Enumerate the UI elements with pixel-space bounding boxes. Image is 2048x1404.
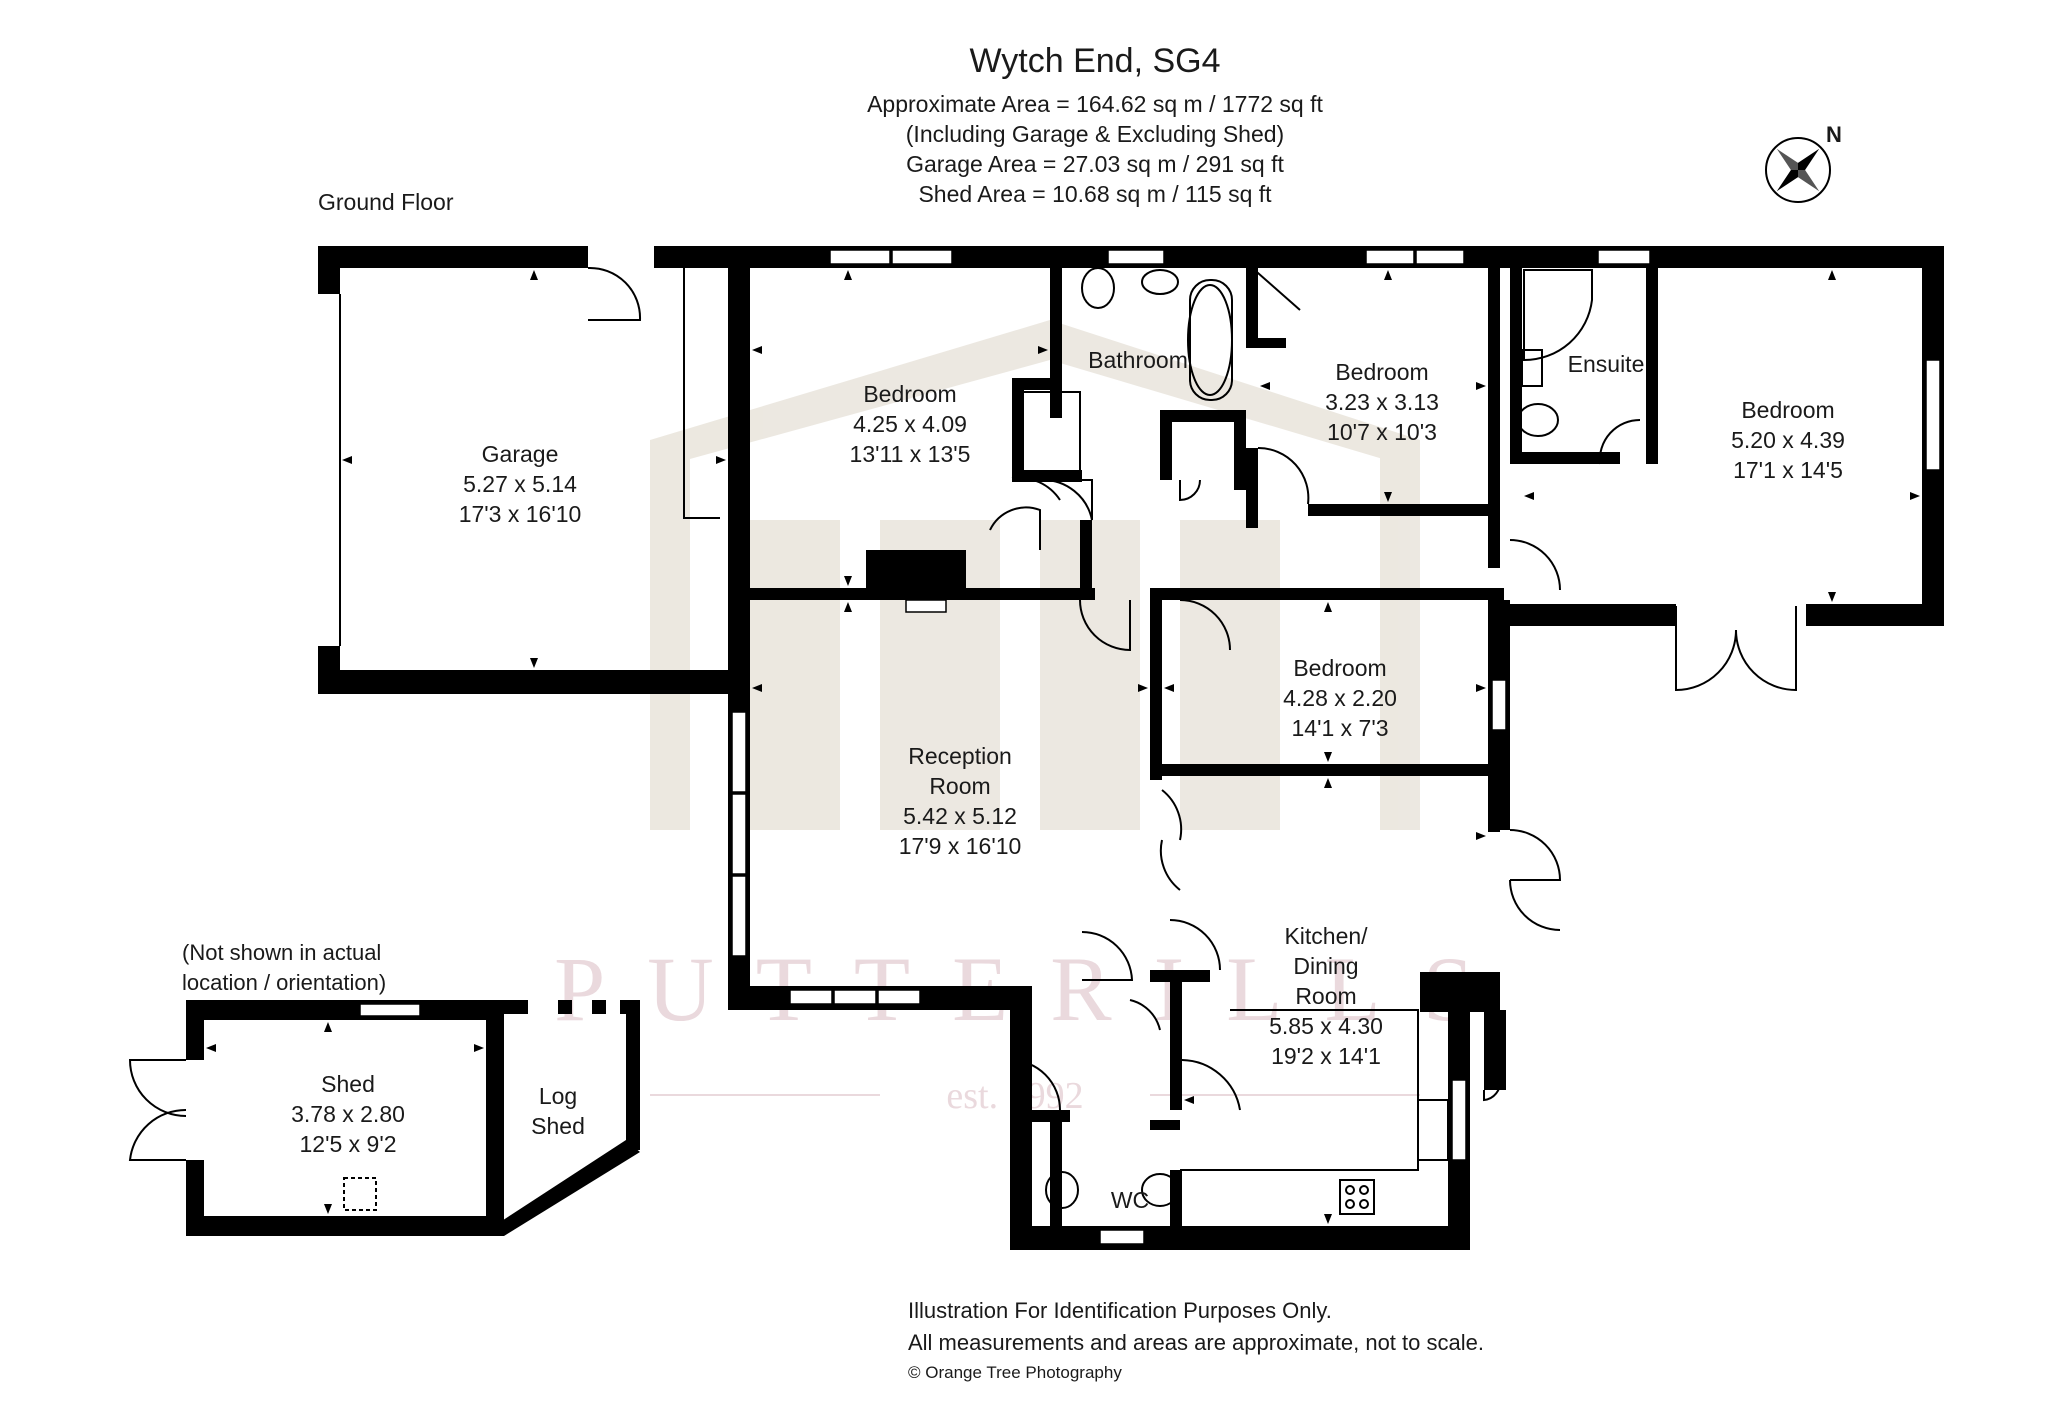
svg-text:5.85 x 4.30: 5.85 x 4.30 [1269,1013,1383,1039]
compass-north-label: N [1826,122,1842,147]
watermark [650,320,1420,830]
svg-text:3.23 x 3.13: 3.23 x 3.13 [1325,389,1439,415]
svg-text:3.78 x 2.80: 3.78 x 2.80 [291,1101,405,1127]
svg-text:Log: Log [539,1083,577,1109]
interior-walls [750,268,1658,1230]
room-label-wc: WC [1111,1187,1149,1213]
room-label-log-shed: Log Shed [531,1083,585,1139]
svg-text:19'2 x 14'1: 19'2 x 14'1 [1271,1043,1381,1069]
room-label-bedroom-4: Bedroom 4.28 x 2.20 14'1 x 7'3 [1283,655,1397,741]
svg-text:Bedroom: Bedroom [1335,359,1428,385]
svg-text:5.42 x 5.12: 5.42 x 5.12 [903,803,1017,829]
area-line-4: Shed Area = 10.68 sq m / 115 sq ft [918,181,1272,207]
room-label-bedroom-2: Bedroom 3.23 x 3.13 10'7 x 10'3 [1325,359,1439,445]
plan-title: Wytch End, SG4 [969,42,1220,80]
svg-text:14'1 x 7'3: 14'1 x 7'3 [1291,715,1388,741]
svg-text:Bedroom: Bedroom [863,381,956,407]
fixtures [1019,267,1593,1215]
svg-text:Bathroom: Bathroom [1088,347,1188,373]
area-line-2: (Including Garage & Excluding Shed) [906,121,1284,147]
footer-line-1: Illustration For Identification Purposes… [908,1298,1332,1323]
svg-text:Shed: Shed [531,1113,585,1139]
svg-text:Shed: Shed [321,1071,375,1097]
svg-text:17'9 x 16'10: 17'9 x 16'10 [899,833,1022,859]
area-line-3: Garage Area = 27.03 sq m / 291 sq ft [906,151,1284,177]
svg-text:Bedroom: Bedroom [1741,397,1834,423]
house-walls [654,246,1944,1250]
compass-rose-icon [1765,137,1831,203]
svg-text:13'11 x 13'5: 13'11 x 13'5 [850,441,971,467]
svg-text:Room: Room [929,773,990,799]
room-label-reception: Reception Room 5.42 x 5.12 17'9 x 16'10 [899,743,1022,859]
svg-text:Room: Room [1295,983,1356,1009]
room-label-bathroom: Bathroom [1088,347,1188,373]
svg-text:5.27 x 5.14: 5.27 x 5.14 [463,471,577,497]
svg-text:4.25 x 4.09: 4.25 x 4.09 [853,411,967,437]
footer-line-2: All measurements and areas are approxima… [908,1330,1484,1355]
svg-text:5.20 x 4.39: 5.20 x 4.39 [1731,427,1845,453]
svg-text:17'3 x 16'10: 17'3 x 16'10 [459,501,582,527]
svg-text:Kitchen/: Kitchen/ [1284,923,1368,949]
shed-walls [128,1000,640,1236]
svg-text:Garage: Garage [482,441,559,467]
garage-walls [318,246,738,694]
svg-text:10'7 x 10'3: 10'7 x 10'3 [1327,419,1437,445]
svg-text:4.28 x 2.20: 4.28 x 2.20 [1283,685,1397,711]
svg-text:Dining: Dining [1293,953,1358,979]
room-label-bedroom-1: Bedroom 4.25 x 4.09 13'11 x 13'5 [850,381,971,467]
svg-text:WC: WC [1111,1187,1149,1213]
svg-text:Reception: Reception [908,743,1012,769]
shed-note-line-2: location / orientation) [182,970,386,995]
svg-text:17'1 x 14'5: 17'1 x 14'5 [1733,457,1843,483]
shed-note-line-1: (Not shown in actual [182,940,381,965]
floor-label: Ground Floor [318,189,454,215]
room-label-shed: Shed 3.78 x 2.80 12'5 x 9'2 [291,1071,405,1157]
door-swings [989,265,1641,1171]
room-label-bedroom-3: Bedroom 5.20 x 4.39 17'1 x 14'5 [1731,397,1845,483]
area-line-1: Approximate Area = 164.62 sq m / 1772 sq… [867,91,1323,117]
room-label-ensuite: Ensuite [1568,351,1645,377]
svg-text:Bedroom: Bedroom [1293,655,1386,681]
footer-copyright: © Orange Tree Photography [908,1363,1122,1382]
room-label-kitchen: Kitchen/ Dining Room 5.85 x 4.30 19'2 x … [1269,923,1383,1069]
dimension-ticks [206,270,1920,1224]
svg-text:Ensuite: Ensuite [1568,351,1645,377]
room-label-garage: Garage 5.27 x 5.14 17'3 x 16'10 [459,441,582,527]
svg-text:12'5 x 9'2: 12'5 x 9'2 [299,1131,396,1157]
